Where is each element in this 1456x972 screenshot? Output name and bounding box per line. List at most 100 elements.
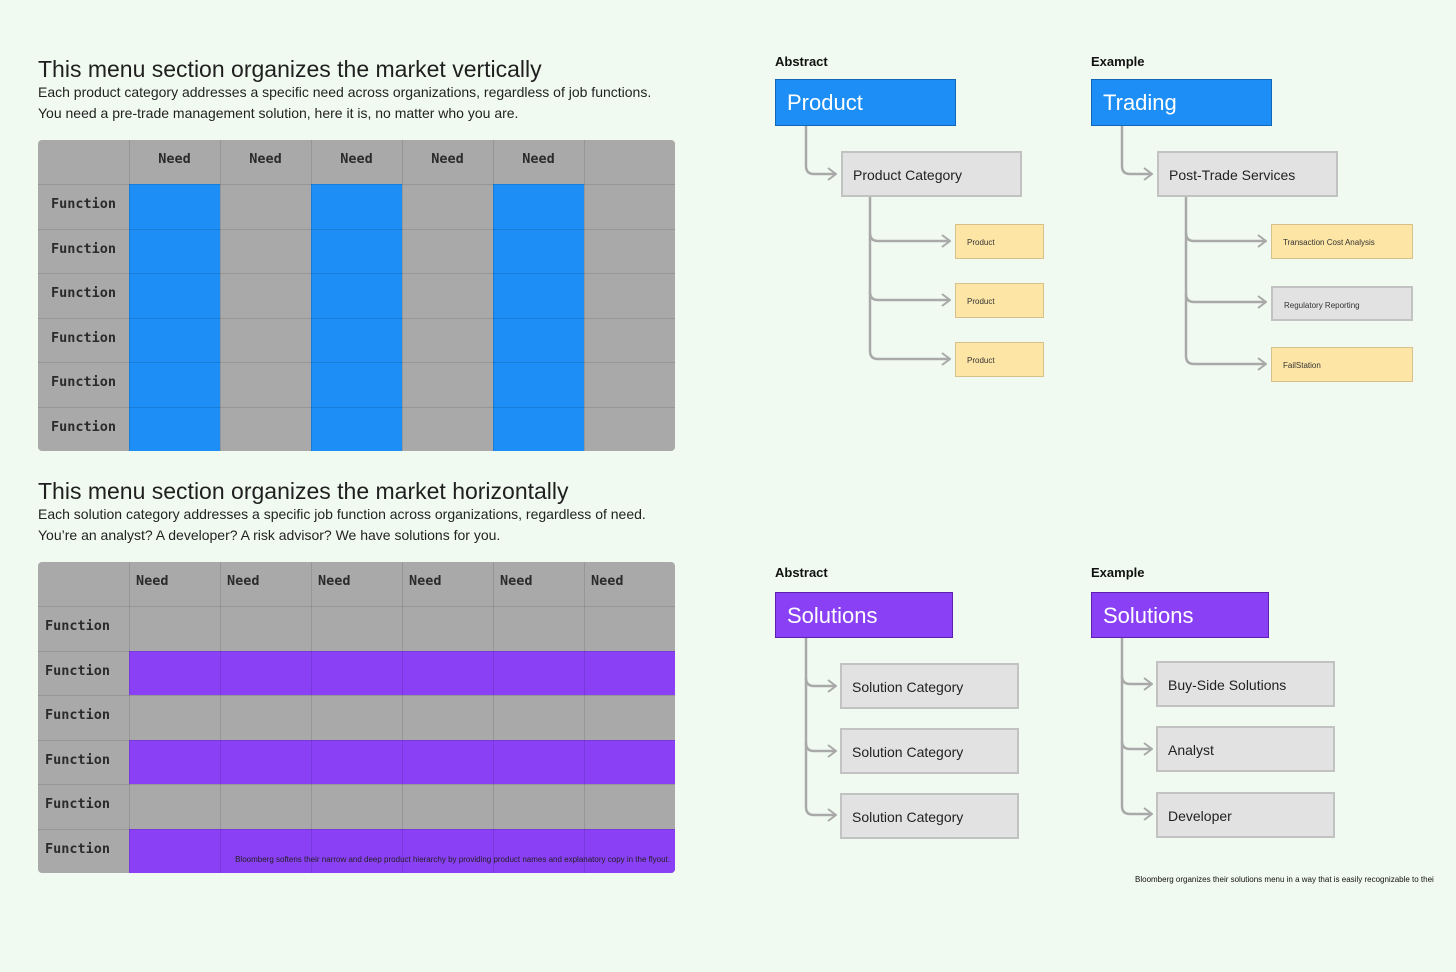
- example-label-solutions: Example: [1091, 565, 1145, 580]
- transaction-cost-analysis-node: Transaction Cost Analysis: [1271, 224, 1413, 259]
- horizontal-grid-line: [38, 606, 675, 607]
- vertical-grid-line: [402, 140, 403, 451]
- vertical-highlight-column: [129, 184, 220, 451]
- example-label-trading: Example: [1091, 54, 1145, 69]
- vertical-grid-line: [38, 362, 675, 363]
- connector-solutions-example-3: [1120, 741, 1152, 814]
- horizontal-function-label: Function: [45, 662, 111, 679]
- horizontal-need-header: Need: [409, 573, 442, 589]
- vertical-grid-line: [38, 273, 675, 274]
- horizontal-description-line-1: Each solution category addresses a speci…: [38, 506, 646, 522]
- horizontal-grid-line: [584, 562, 585, 873]
- vertical-function-label: Function: [51, 240, 117, 257]
- vertical-need-header: Need: [431, 151, 464, 167]
- buy-side-solutions-node: Buy-Side Solutions: [1156, 661, 1335, 707]
- vertical-highlight-column: [493, 184, 584, 451]
- vertical-grid-line: [220, 140, 221, 451]
- product-leaf-node: Product: [955, 283, 1044, 318]
- solutions-footnote: Bloomberg organizes their solutions menu…: [1135, 875, 1434, 884]
- solutions-abstract-root-node: Solutions: [775, 592, 953, 638]
- horizontal-grid-line: [220, 562, 221, 873]
- vertical-need-header: Need: [249, 151, 282, 167]
- vertical-function-label: Function: [51, 196, 117, 212]
- abstract-label-solutions: Abstract: [775, 565, 828, 580]
- connector-category-to-leaf-3: [868, 292, 950, 359]
- vertical-grid-line: [493, 140, 494, 451]
- horizontal-function-label: Function: [45, 751, 111, 768]
- horizontal-need-header: Need: [500, 573, 533, 589]
- horizontal-grid-line: [38, 695, 675, 696]
- horizontal-need-header: Need: [136, 573, 169, 589]
- vertical-function-label: Function: [51, 418, 117, 435]
- vertical-grid-line: [584, 140, 585, 451]
- product-leaf-node: Product: [955, 224, 1044, 259]
- vertical-grid-line: [129, 140, 130, 451]
- post-trade-services-node: Post-Trade Services: [1157, 151, 1338, 197]
- product-category-node: Product Category: [841, 151, 1022, 197]
- horizontal-highlight-row: [129, 828, 675, 873]
- vertical-description-line-2: You need a pre-trade management solution…: [38, 105, 519, 121]
- horizontal-grid-line: [493, 562, 494, 873]
- vertical-grid-line: [38, 184, 675, 185]
- horizontal-grid-line: [38, 784, 675, 785]
- vertical-highlight-column: [311, 184, 402, 451]
- horizontal-need-header: Need: [318, 573, 351, 589]
- vertical-need-header: Need: [522, 151, 555, 167]
- horizontal-function-label: Function: [45, 796, 111, 812]
- connector-solutions-abstract-1: [804, 638, 836, 686]
- vertical-grid-line: [311, 140, 312, 451]
- product-root-node: Product: [775, 79, 956, 126]
- connector-post-trade-to-tca: [1184, 197, 1266, 241]
- connector-category-to-leaf-2: [868, 233, 950, 300]
- horizontal-grid-line: [129, 562, 130, 873]
- vertical-function-label: Function: [51, 374, 117, 390]
- analyst-node: Analyst: [1156, 726, 1335, 772]
- solution-category-node: Solution Category: [840, 793, 1019, 839]
- vertical-grid-line: [38, 317, 675, 319]
- vertical-grid-line: [38, 228, 675, 230]
- vertical-need-header: Need: [158, 151, 191, 167]
- horizontal-function-label: Function: [45, 840, 111, 857]
- horizontal-function-label: Function: [45, 707, 111, 723]
- horizontal-grid-line: [38, 739, 675, 741]
- horizontal-description-line-2: You’re an analyst? A developer? A risk a…: [38, 527, 501, 543]
- vertical-grid-line: [38, 406, 675, 408]
- horizontal-grid-line: [38, 828, 675, 830]
- connector-product-to-category: [804, 125, 836, 174]
- vertical-description-line-1: Each product category addresses a specif…: [38, 84, 652, 100]
- horizontal-highlight-row: [129, 739, 675, 784]
- regulatory-reporting-node: Regulatory Reporting: [1271, 286, 1413, 321]
- connector-post-trade-to-regulatory: [1184, 233, 1266, 302]
- horizontal-function-label: Function: [45, 618, 111, 634]
- horizontal-heading: This menu section organizes the market h…: [38, 478, 569, 504]
- connector-trading-to-post-trade: [1120, 125, 1152, 174]
- solutions-example-root-node: Solutions: [1091, 592, 1269, 638]
- horizontal-need-header: Need: [227, 573, 260, 589]
- solution-category-node: Solution Category: [840, 663, 1019, 709]
- connector-solutions-abstract-2: [804, 678, 836, 751]
- failstation-node: FailStation: [1271, 347, 1413, 382]
- connector-solutions-example-2: [1120, 676, 1152, 749]
- vertical-need-header: Need: [340, 151, 373, 167]
- connector-solutions-abstract-3: [804, 743, 836, 815]
- connector-solutions-example-1: [1120, 638, 1152, 684]
- product-leaf-node: Product: [955, 342, 1044, 377]
- connector-category-to-leaf-1: [868, 197, 950, 241]
- horizontal-need-header: Need: [591, 573, 624, 589]
- horizontal-note: Bloomberg softens their narrow and deep …: [235, 855, 670, 864]
- developer-node: Developer: [1156, 792, 1335, 838]
- horizontal-grid-line: [402, 562, 403, 873]
- vertical-heading: This menu section organizes the market v…: [38, 56, 542, 82]
- horizontal-grid-line: [38, 650, 675, 652]
- trading-root-node: Trading: [1091, 79, 1272, 126]
- vertical-function-label: Function: [51, 329, 117, 346]
- horizontal-grid-line: [311, 562, 312, 873]
- solution-category-node: Solution Category: [840, 728, 1019, 774]
- connector-post-trade-to-failstation: [1184, 294, 1266, 364]
- abstract-label-product: Abstract: [775, 54, 828, 69]
- horizontal-highlight-row: [129, 650, 675, 695]
- vertical-function-label: Function: [51, 285, 117, 301]
